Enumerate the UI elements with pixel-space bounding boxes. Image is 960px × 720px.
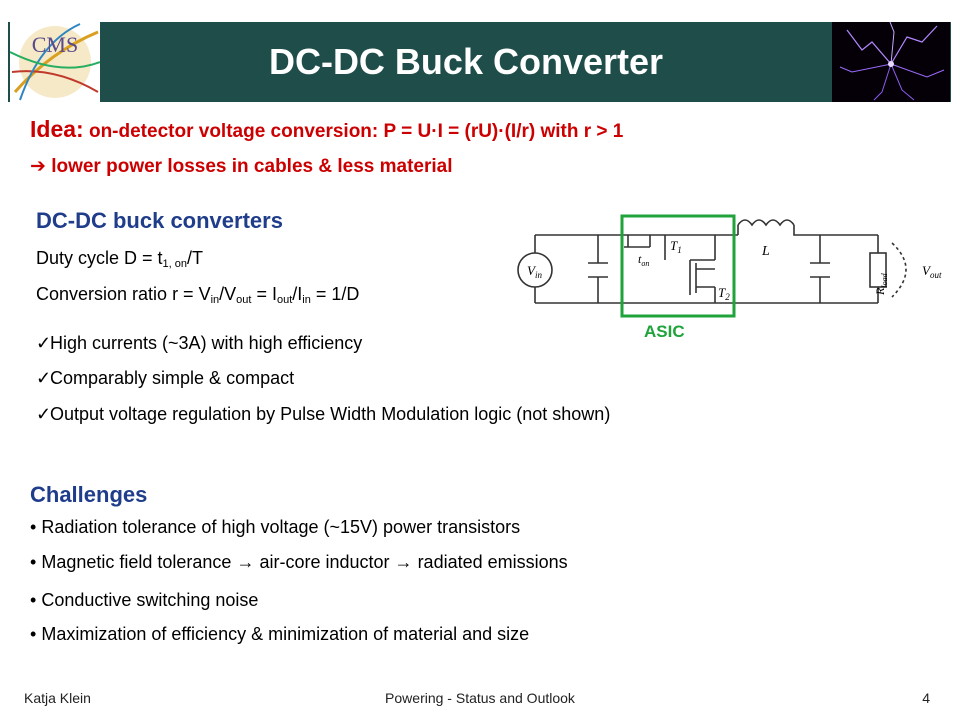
cms-logo: CMS — [10, 22, 100, 102]
challenge-item-text: air-core inductor — [259, 552, 390, 572]
duty-sub: 1, on — [162, 258, 188, 270]
header-band — [8, 22, 951, 102]
check-item-text: High currents (~3A) with high efficiency — [50, 333, 363, 353]
ratio-sub-in: in — [210, 294, 220, 306]
challenges-heading: Challenges — [30, 482, 148, 507]
check-item-text: Comparably simple & compact — [50, 368, 295, 388]
idea-text: on-detector voltage conversion: — [88, 121, 379, 142]
inductor-label: L — [761, 244, 770, 259]
challenge-item-text: Conductive switching noise — [41, 590, 259, 610]
buck-converter-schematic: Vin T1 ton T2 L Rload Vout — [517, 214, 942, 318]
plasma-image-graphic — [832, 22, 950, 102]
bullet-glyph: • — [30, 517, 37, 537]
ratio-b: /V — [219, 284, 237, 304]
checkmark-icon: ✓ — [36, 333, 52, 353]
challenge-item-text: Radiation tolerance of high voltage (~15… — [41, 517, 521, 537]
challenge-item: • Magnetic field tolerance → air-core in… — [30, 552, 568, 573]
ratio-a: Conversion ratio r = V — [36, 284, 211, 304]
arrow-icon: ➔ — [30, 155, 46, 177]
asic-label: ASIC — [644, 322, 685, 341]
arrow-icon: → — [236, 552, 255, 572]
voltage-source-symbol — [517, 252, 553, 288]
ratio-c: = I — [251, 284, 277, 304]
vin-label: Vin — [527, 263, 542, 280]
arrow-icon: → — [394, 552, 413, 572]
challenge-item-text: Magnetic field tolerance — [41, 552, 232, 572]
challenge-item: • Maximization of efficiency & minimizat… — [30, 624, 529, 645]
vout-label: Vout — [922, 263, 942, 280]
footer-title: Powering - Status and Outlook — [385, 690, 575, 706]
idea-consequence-text: lower power losses in cables & less mate… — [51, 156, 453, 177]
dcdc-heading: DC-DC buck converters — [36, 208, 283, 233]
idea-label: Idea: — [30, 116, 84, 142]
checkmark-icon: ✓ — [36, 368, 52, 388]
bullet-glyph: • — [30, 552, 37, 572]
slide-title: DC-DC Buck Converter — [268, 41, 664, 82]
ratio-e: = 1/D — [310, 284, 360, 304]
bullet-glyph: • — [30, 590, 37, 610]
cms-logo-text: CMS — [32, 32, 78, 57]
duty-cycle-line: Duty cycle D = t1, on/T — [36, 248, 203, 270]
ratio-d: /I — [292, 284, 303, 304]
idea-formula: P = U·I = (rU)·(I/r) with r > 1 — [383, 121, 624, 142]
bullet-glyph: • — [30, 624, 37, 644]
ratio-sub-out2: out — [276, 294, 293, 306]
rload-label: Rload — [873, 272, 889, 296]
idea-consequence: ➔ lower power losses in cables & less ma… — [30, 155, 453, 178]
check-item: ✓High currents (~3A) with high efficienc… — [36, 333, 362, 354]
duty-prefix: Duty cycle D = t — [36, 248, 163, 268]
checkmark-icon: ✓ — [36, 404, 52, 424]
challenge-item: • Radiation tolerance of high voltage (~… — [30, 517, 520, 538]
t2-label: T2 — [718, 285, 730, 302]
conversion-ratio-line: Conversion ratio r = Vin/Vout = Iout/Iin… — [36, 284, 359, 306]
cms-logo-graphic: CMS — [10, 23, 100, 101]
idea-statement: Idea: on-detector voltage conversion: P … — [30, 116, 623, 143]
ratio-sub-in2: in — [302, 294, 311, 306]
check-item: ✓Output voltage regulation by Pulse Widt… — [36, 404, 610, 425]
check-item: ✓Comparably simple & compact — [36, 368, 294, 389]
page-number: 4 — [922, 690, 930, 706]
ton-label: ton — [638, 252, 649, 268]
plasma-image — [832, 22, 950, 102]
duty-suffix: /T — [187, 248, 204, 268]
challenge-item-text: Maximization of efficiency & minimizatio… — [41, 624, 530, 644]
ratio-sub-out: out — [236, 294, 252, 306]
check-item-text: Output voltage regulation by Pulse Width… — [50, 404, 611, 424]
t1-label: T1 — [670, 238, 682, 255]
footer-author: Katja Klein — [24, 690, 91, 706]
challenge-item-text: radiated emissions — [417, 552, 568, 572]
asic-highlight-box — [620, 214, 736, 318]
challenge-item: • Conductive switching noise — [30, 590, 258, 611]
